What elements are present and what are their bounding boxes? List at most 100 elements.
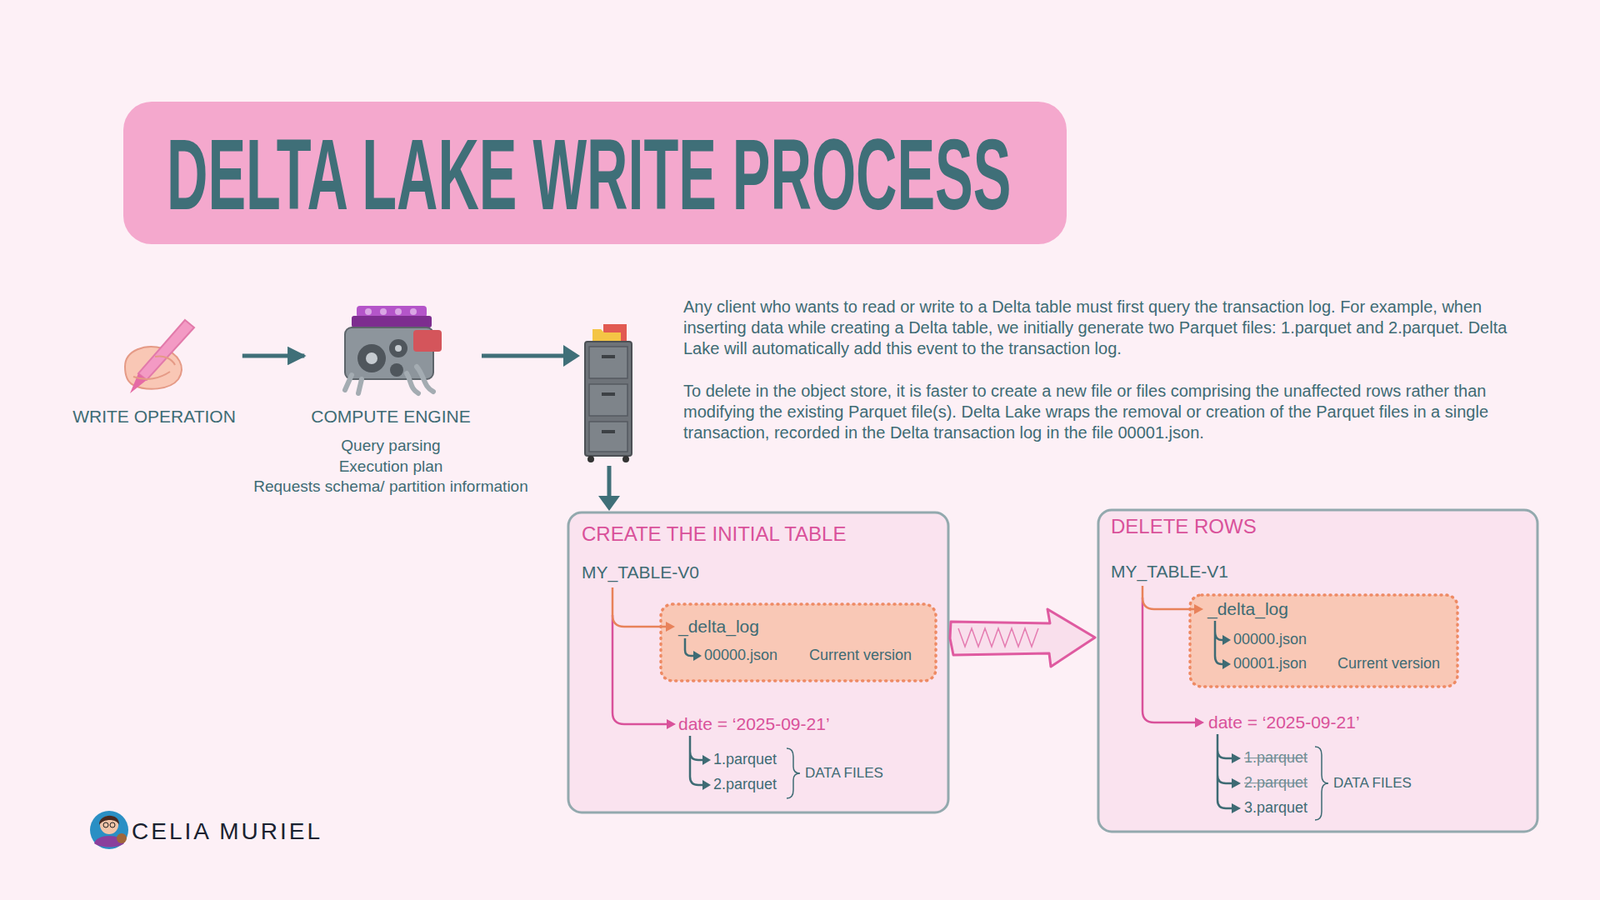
write-icon — [130, 373, 147, 394]
engine-icon — [389, 339, 408, 358]
flow-arrow — [598, 465, 620, 511]
engine-icon — [351, 315, 432, 328]
cabinet-icon — [601, 355, 615, 359]
log-box-outline — [660, 604, 936, 681]
partition-name: date = ‘2025-09-21’ — [1208, 711, 1360, 733]
tree-lines — [612, 585, 1329, 820]
removed-file-name: 2.parquet — [1244, 774, 1308, 793]
write-operation-node: WRITE OPERATION — [65, 308, 243, 435]
group-label: DATA FILES — [1333, 775, 1412, 792]
file-name: 2.parquet — [713, 775, 777, 795]
engine-icon — [356, 305, 427, 318]
tree-lines — [1217, 734, 1234, 809]
log-box-outline — [1190, 595, 1458, 687]
version-note: Current version — [809, 646, 912, 665]
tree-arrowheads — [665, 621, 675, 632]
flow-arrow — [563, 345, 580, 367]
tree-lines — [1142, 585, 1196, 610]
flow-arrow — [607, 465, 612, 498]
engine-icon — [345, 305, 442, 394]
tree-lines — [690, 735, 705, 785]
cabinet-icon — [622, 455, 630, 463]
write-icon — [138, 320, 195, 380]
tree-lines — [612, 615, 669, 725]
author-avatar — [90, 810, 129, 850]
tree-arrowheads — [665, 604, 1241, 814]
file-name: 00000.json — [1233, 630, 1307, 650]
table-box-outline — [1098, 510, 1538, 832]
step-note: Query parsing — [340, 436, 440, 456]
engine-icon — [365, 352, 378, 365]
write-icon — [155, 355, 175, 365]
table-box-outline — [568, 512, 949, 813]
flow-arrow — [481, 345, 580, 367]
tree-arrowheads — [1222, 635, 1231, 645]
tree-lines — [786, 748, 800, 799]
cabinet-icon — [601, 430, 615, 434]
flow-arrow — [242, 354, 305, 359]
engine-icon — [345, 366, 434, 394]
cabinet-icon — [589, 384, 628, 416]
tree-arrowheads — [1195, 717, 1205, 728]
delta-log-box: _delta_log00000.json00001.jsonCurrent ve… — [1190, 595, 1458, 687]
table-name: MY_TABLE-V0 — [581, 561, 700, 583]
author-avatar — [116, 833, 127, 844]
author-avatar — [90, 810, 129, 850]
tree-lines — [612, 587, 668, 627]
tree-lines — [1142, 597, 1197, 723]
file-name: 00000.json — [704, 646, 778, 665]
engine-icon — [395, 345, 402, 352]
tree-arrowheads — [1231, 778, 1241, 789]
author-avatar — [99, 815, 120, 825]
engine-icon — [365, 308, 372, 315]
folder-name: _delta_log — [678, 615, 760, 637]
author-avatar — [103, 822, 109, 828]
node-label: WRITE OPERATION — [72, 405, 236, 427]
box-heading: DELETE ROWS — [1110, 515, 1257, 540]
author-watermark: CELIA MURIEL — [131, 817, 323, 846]
tree-arrowheads — [1194, 604, 1204, 615]
step-note: Requests schema/ partition information — [253, 477, 529, 497]
cabinet-icon — [589, 421, 628, 452]
flow-arrow — [481, 354, 567, 359]
file-name: 3.parquet — [1244, 799, 1308, 818]
tree-arrowheads — [666, 719, 676, 730]
compute-engine-node: COMPUTE ENGINE — [304, 304, 477, 435]
box-heading: CREATE THE INITIAL TABLE — [581, 522, 846, 547]
cabinet-icon — [601, 392, 615, 396]
tree-arrowheads — [1231, 803, 1241, 814]
tree-arrowheads — [1231, 753, 1241, 764]
table-version-box: CREATE THE INITIAL TABLE MY_TABLE-V0date … — [568, 512, 949, 813]
tree-lines — [1315, 746, 1329, 820]
tree-arrowheads — [693, 650, 702, 661]
node-label: COMPUTE ENGINE — [310, 405, 470, 427]
tree-arrowheads — [1222, 659, 1231, 670]
cabinet-icon — [589, 346, 628, 379]
engine-icon — [413, 330, 442, 352]
engine-icon — [395, 308, 402, 315]
step-note: Execution plan — [339, 457, 444, 477]
title-text: DELTA LAKE WRITE PROCESS — [166, 124, 1011, 225]
cabinet-icon — [585, 324, 632, 463]
delta-log-box: _delta_log 00000.json Current version — [660, 604, 936, 681]
engine-icon — [390, 363, 404, 377]
version-arrow — [950, 609, 1095, 667]
title-banner: DELTA LAKE WRITE PROCESS — [123, 101, 1067, 245]
engine-icon — [410, 308, 417, 315]
removed-file-name: 1.parquet — [1244, 749, 1308, 768]
table-version-box: DELETE ROWSMY_TABLE-V1date = ‘2025-09-21… — [1098, 510, 1538, 832]
tree-arrowheads — [702, 755, 711, 765]
write-icon — [133, 371, 170, 380]
flow-arrow — [598, 495, 620, 511]
explanation-paragraph: To delete in the object store, it is fas… — [683, 380, 1530, 444]
file-name: 00001.json — [1233, 655, 1307, 674]
arrow-hatching — [958, 628, 1039, 647]
partition-name: date = ‘2025-09-21’ — [678, 713, 830, 735]
version-note: Current version — [1337, 655, 1440, 674]
engine-icon — [357, 344, 386, 373]
engine-icon — [380, 308, 387, 315]
tree-arrowheads — [702, 780, 711, 790]
explanation-paragraph: Any client who wants to read or write to… — [683, 296, 1530, 360]
